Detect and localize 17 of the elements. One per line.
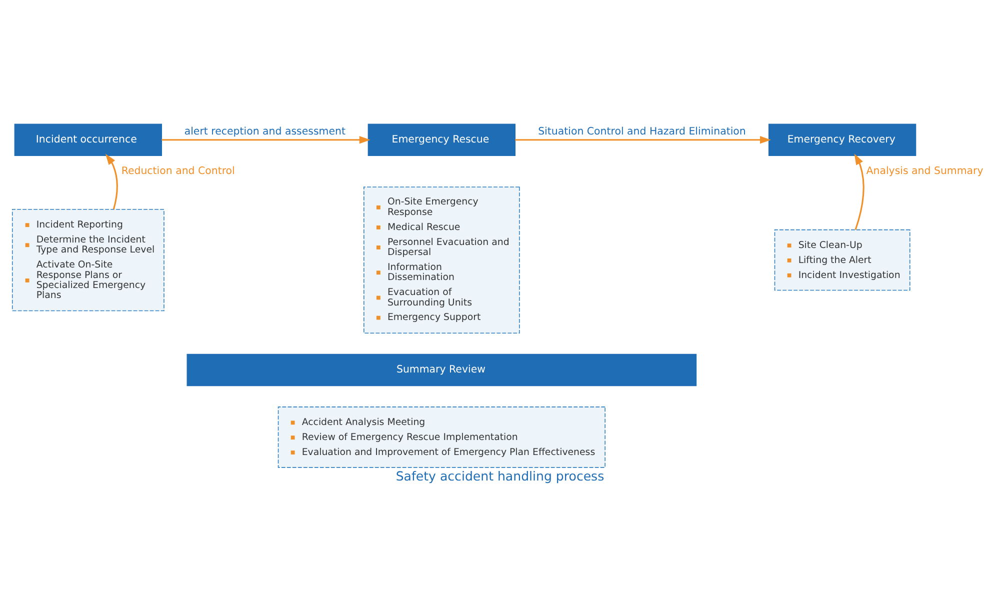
node-box: Incident Reporting Determine the Incident Type and Response Level Activate On-Site Response Plans or Specialized Emergency Plans (12, 208, 164, 311)
caption: Safety accident handling process (396, 468, 604, 484)
arrow (854, 153, 864, 230)
node-box: Accident Analysis Meeting Review of Emergency Rescue Implementation Evaluation and Improvement of Emergency Plan Effectiveness (278, 406, 606, 468)
node-box: Site Clean-Up Lifting the Alert Incident Investigation (774, 228, 910, 290)
arrow (105, 153, 118, 209)
edge-label: alert reception and assessment (184, 126, 346, 138)
node-box: Incident occurrence (14, 123, 162, 156)
node-box: Emergency Recovery (768, 123, 916, 156)
edge-label: Reduction and Control (121, 165, 235, 176)
arrow (162, 136, 370, 144)
node-box: On-Site Emergency Response Medical Rescue Personnel Evacuation and Dispersal Information Dissemination Evacuation of Surrounding Units Emergency Support (364, 186, 520, 333)
node-box: Emergency Rescue (368, 123, 516, 156)
arrow (515, 136, 771, 144)
node-box: Summary Review (186, 353, 697, 386)
edge-label: Situation Control and Hazard Elimination (538, 126, 746, 138)
edge-label: Analysis and Summary (866, 165, 984, 176)
